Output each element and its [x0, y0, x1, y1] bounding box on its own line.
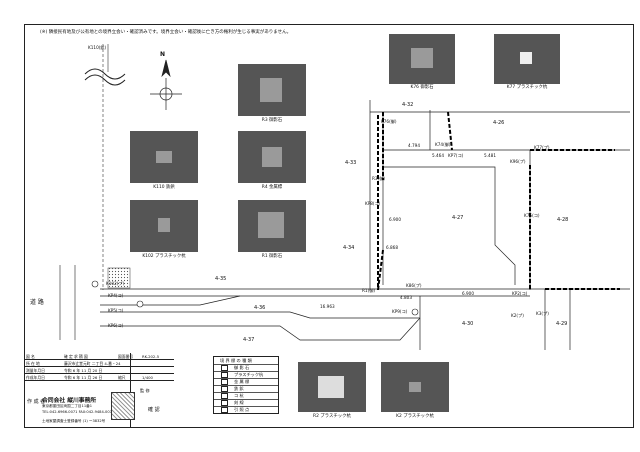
road-label: 道 路 [30, 299, 44, 306]
legend-item: 金 属 標 [214, 378, 278, 386]
photo-caption-r3: R3 御影石 [261, 118, 283, 123]
hatched-area [107, 267, 131, 289]
photo-k102 [130, 200, 198, 252]
point-label: R1(御) [362, 288, 376, 293]
dimension-label: 4.794 [408, 143, 420, 148]
photo-k2 [381, 362, 449, 412]
legend-item: 引 照 点 [214, 406, 278, 413]
point-label: K75(コ) [524, 213, 540, 218]
road-break-symbol [84, 68, 126, 80]
company-name: 合同会社 縦川事務所 [42, 398, 97, 404]
dimension-label: 4.803 [400, 295, 412, 300]
point-label: KP7(コ) [448, 153, 464, 158]
lot-number: 4-27 [452, 215, 464, 221]
photo-caption-r4: R4 金属標 [261, 185, 283, 190]
lot-number: 4-28 [557, 217, 569, 223]
title-block: 図 名 確 定 求 積 図 図面番号 RK-202-5 所 在 地 藤沢市辻堂元… [24, 353, 174, 428]
point-label: K74(御) [435, 142, 451, 147]
photo-r4 [238, 131, 306, 183]
photo-r1 [238, 200, 306, 252]
lot-number: 4-35 [215, 276, 227, 282]
road-break-symbol-2 [84, 74, 126, 86]
point-label: KP9(コ) [392, 309, 408, 314]
photo-k77 [494, 34, 560, 84]
dimension-label: 16.963 [320, 304, 335, 309]
photo-caption-r1: R1 御影石 [261, 254, 283, 259]
point-label: K76(御) [381, 119, 397, 124]
dimension-label: 6.868 [386, 245, 398, 250]
point-label: KP6(コ) [108, 323, 124, 328]
photo-caption-k110: K110 鉄鋲 [153, 185, 175, 190]
lot-number: 4-26 [493, 120, 505, 126]
photo-r3 [238, 64, 306, 116]
photo-caption-k102: K102 プラスチック杭 [142, 254, 186, 259]
legend-item: 鉄 鋲 [214, 385, 278, 393]
point-label: K110(鋲) [88, 45, 107, 50]
boundary-note: (※) 隣接民有地及び公有地との境界立会い・確認済みです。境界立会い・確認後に亡… [40, 30, 292, 35]
bench-mark-icon-2 [136, 300, 144, 308]
legend-item: 刻 線 [214, 399, 278, 407]
photo-caption-k77: K77 プラスチック杭 [506, 85, 548, 90]
official-seal-icon [111, 392, 135, 420]
photo-r2 [298, 362, 366, 412]
point-label: K2(プ) [511, 313, 524, 318]
point-label: K86(プ) [406, 283, 422, 288]
lot-number: 4-33 [345, 160, 357, 166]
supervisor-label: 監 修 [140, 388, 150, 393]
bench-mark-icon [91, 280, 99, 288]
dimension-label: 5.481 [484, 153, 496, 158]
north-arrow-icon [150, 59, 182, 110]
photo-caption-k76: K76 御影石 [410, 85, 434, 90]
lot-number: 4-29 [556, 321, 568, 327]
point-label: K102(プ) [106, 281, 125, 286]
title-row: 測量年月日 令和 6 年 11 月 20 日 [24, 367, 174, 374]
dimension-label: 6.900 [389, 217, 401, 222]
photo-k110 [130, 131, 198, 183]
confirm-label: 確 認 [148, 407, 160, 413]
marker-legend: 境 界 標 の 種 類 御 影 石 プラスチック杭 金 属 標 鉄 鋲 コ 杭 … [213, 356, 279, 414]
legend-title: 境 界 標 の 種 類 [214, 357, 278, 365]
bench-mark-icon-3 [411, 308, 419, 316]
photo-k76 [389, 34, 455, 84]
title-row: 作成年月日 令和 6 年 11 月 26 日 縮尺 1/400 [24, 374, 174, 381]
point-label: KP2(コ) [512, 291, 528, 296]
dimension-label: 5.464 [432, 153, 444, 158]
legend-item: プラスチック杭 [214, 371, 278, 379]
company-address: 東京都墨田区両国二丁目11番1 [42, 404, 92, 408]
lot-number: 4-32 [402, 102, 414, 108]
title-row: 図 名 確 定 求 積 図 図面番号 RK-202-5 [24, 353, 174, 360]
dimension-label: 6.900 [462, 291, 474, 296]
north-label: N [160, 51, 166, 58]
photo-caption-k2: K2 プラスチック杭 [396, 414, 434, 419]
drawing-sheet [24, 24, 634, 428]
company-tel: TEL:042-6966-0071 FAX:042-9484-0078 [42, 410, 115, 414]
legend-item: 御 影 石 [214, 364, 278, 372]
point-label: KP8(コ) [365, 201, 381, 206]
point-label: K3(プ) [536, 311, 549, 316]
confirmed-boundary [377, 111, 620, 291]
point-label: K96(プ) [510, 159, 526, 164]
registration-number: 土地家屋調査士登録番号 (1) ー3832号 [42, 419, 106, 423]
point-label: R3(御) [372, 176, 386, 181]
point-label: KP5(コ) [108, 308, 124, 313]
lot-number: 4-30 [462, 321, 474, 327]
title-row: 所 在 地 藤沢市辻堂元町 二丁目 4-番・24 [24, 360, 174, 367]
maker-label: 作 成 者 [27, 399, 46, 405]
point-label: KP4(コ) [108, 293, 124, 298]
point-label: K77(プ) [534, 145, 550, 150]
lot-number: 4-36 [254, 305, 266, 311]
legend-item: コ 杭 [214, 392, 278, 400]
lot-number: 4-34 [343, 245, 355, 251]
lot-number: 4-37 [243, 337, 255, 343]
photo-caption-r2: R2 プラスチック杭 [313, 414, 351, 419]
